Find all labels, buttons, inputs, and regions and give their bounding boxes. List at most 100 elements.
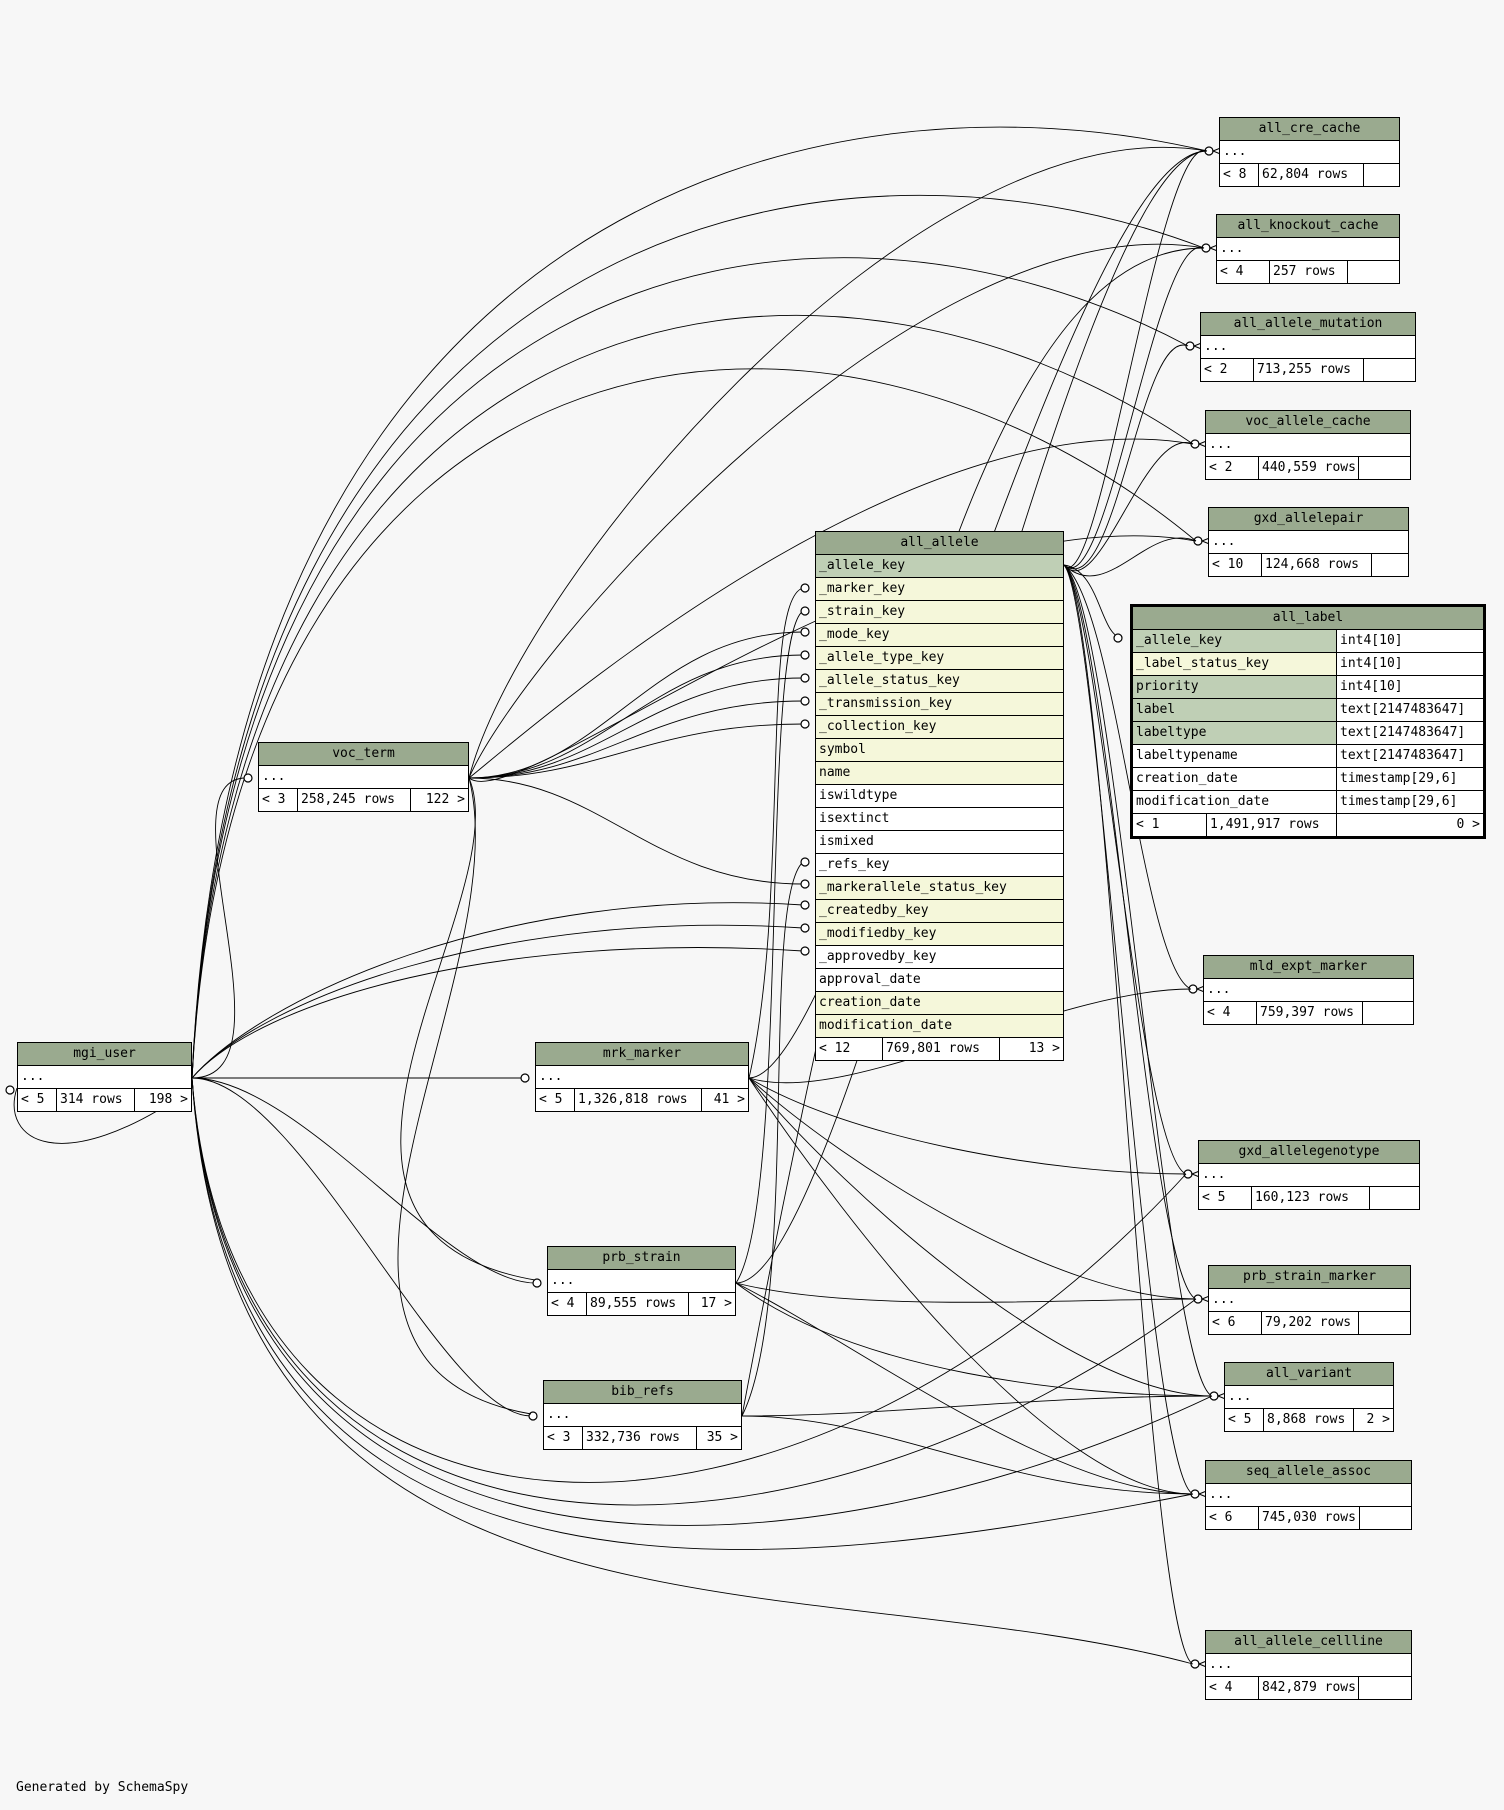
collapsed-columns-ellipsis: ... — [1209, 1657, 1233, 1672]
table-header[interactable]: voc_term — [259, 743, 468, 766]
table-all_allele[interactable]: all_allele_allele_key_marker_key_strain_… — [815, 531, 1064, 1061]
column-row: _markerallele_status_key — [816, 877, 1063, 900]
column-row: _mode_key — [816, 624, 1063, 647]
zero-marker — [800, 879, 810, 889]
column-row: _approvedby_key — [816, 946, 1063, 969]
zero-marker — [800, 627, 810, 637]
column-row: _transmission_key — [816, 693, 1063, 716]
row-count: 8,868 rows — [1263, 1409, 1353, 1431]
column-name: labeltypename — [1133, 745, 1336, 767]
table-header[interactable]: all_allele — [816, 532, 1063, 555]
column-type: int4[10] — [1336, 676, 1483, 698]
table-columns-collapsed: ... — [1206, 1654, 1411, 1677]
column-type: int4[10] — [1336, 630, 1483, 652]
edge-mgi_user-all_allele_mutation — [191, 257, 1189, 1079]
row-count: 1,491,917 rows — [1206, 814, 1336, 836]
column-row: iswildtype — [816, 785, 1063, 808]
edge-all_allele-all_variant — [1063, 564, 1213, 1397]
generated-by-note: Generated by SchemaSpy — [16, 1780, 189, 1795]
column-name: label — [1133, 699, 1336, 721]
table-columns-collapsed: ... — [18, 1066, 191, 1089]
zero-marker — [800, 583, 810, 593]
edge-mgi_user-voc_allele_cache — [191, 315, 1194, 1079]
edge-mgi_user-seq_allele_assoc — [191, 1077, 1194, 1550]
table-header[interactable]: prb_strain — [548, 1247, 735, 1270]
column-row: approval_date — [816, 969, 1063, 992]
table-header[interactable]: mrk_marker — [536, 1043, 748, 1066]
table-header[interactable]: all_allele_mutation — [1201, 313, 1415, 336]
table-header[interactable]: all_variant — [1225, 1363, 1393, 1386]
collapsed-columns-ellipsis: ... — [1223, 144, 1247, 159]
column-type: timestamp[29,6] — [1336, 791, 1483, 813]
column-name: iswildtype — [819, 788, 898, 803]
column-row: creation_date — [816, 992, 1063, 1015]
parents-count: < 4 — [1220, 264, 1244, 279]
parents-count: < 4 — [1207, 1005, 1231, 1020]
row-count: 258,245 rows — [297, 789, 410, 811]
column-type: text[2147483647] — [1336, 699, 1483, 721]
edge-mrk_marker-all_variant — [748, 1077, 1213, 1397]
table-columns-collapsed: ... — [548, 1270, 735, 1293]
zero-marker — [800, 900, 810, 910]
row-count: 79,202 rows — [1261, 1312, 1358, 1334]
table-header[interactable]: all_cre_cache — [1220, 118, 1399, 141]
row-count: 160,123 rows — [1251, 1187, 1369, 1209]
row-count: 332,736 rows — [582, 1427, 696, 1449]
edge-all_allele-prb_strain_marker — [1063, 564, 1197, 1300]
table-header[interactable]: voc_allele_cache — [1206, 411, 1410, 434]
table-header[interactable]: gxd_allelegenotype — [1199, 1141, 1419, 1164]
table-header[interactable]: seq_allele_assoc — [1206, 1461, 1411, 1484]
table-header[interactable]: gxd_allelepair — [1209, 508, 1408, 531]
column-name: _transmission_key — [819, 696, 953, 711]
parents-count: < 6 — [1209, 1510, 1233, 1525]
edge-mgi_user-voc_term — [191, 777, 247, 1079]
parents-count: < 6 — [1212, 1315, 1236, 1330]
edge-mgi_user-bib_refs — [191, 1077, 532, 1417]
children-count: 13 > — [999, 1038, 1063, 1060]
children-count — [1371, 554, 1408, 576]
edge-mgi_user-gxd_allelegenotype — [191, 1077, 1187, 1483]
table-header[interactable]: all_allele_cellline — [1206, 1631, 1411, 1654]
edge-voc_term-all_allele — [468, 777, 804, 885]
table-header[interactable]: all_label — [1133, 607, 1483, 630]
column-name: _modifiedby_key — [819, 926, 937, 941]
table-columns-collapsed: ... — [1199, 1164, 1419, 1187]
edge-mgi_user-all_knockout_cache — [191, 194, 1205, 1079]
zero-marker — [800, 946, 810, 956]
table-header[interactable]: mld_expt_marker — [1204, 956, 1413, 979]
children-count — [1358, 457, 1410, 479]
edge-all_allele-all_allele_cellline — [1063, 564, 1194, 1665]
column-name: _allele_key — [1133, 630, 1336, 652]
row-count: 842,879 rows — [1258, 1677, 1358, 1699]
table-header[interactable]: mgi_user — [18, 1043, 191, 1066]
row-count: 124,668 rows — [1261, 554, 1371, 576]
column-row: _strain_key — [816, 601, 1063, 624]
table-columns-collapsed: ... — [1201, 336, 1415, 359]
zero-marker — [1113, 633, 1123, 643]
column-name: _strain_key — [819, 604, 906, 619]
table-header[interactable]: bib_refs — [544, 1381, 741, 1404]
table-header[interactable]: prb_strain_marker — [1209, 1266, 1410, 1289]
table-header[interactable]: all_knockout_cache — [1217, 215, 1399, 238]
column-name: _createdby_key — [819, 903, 929, 918]
